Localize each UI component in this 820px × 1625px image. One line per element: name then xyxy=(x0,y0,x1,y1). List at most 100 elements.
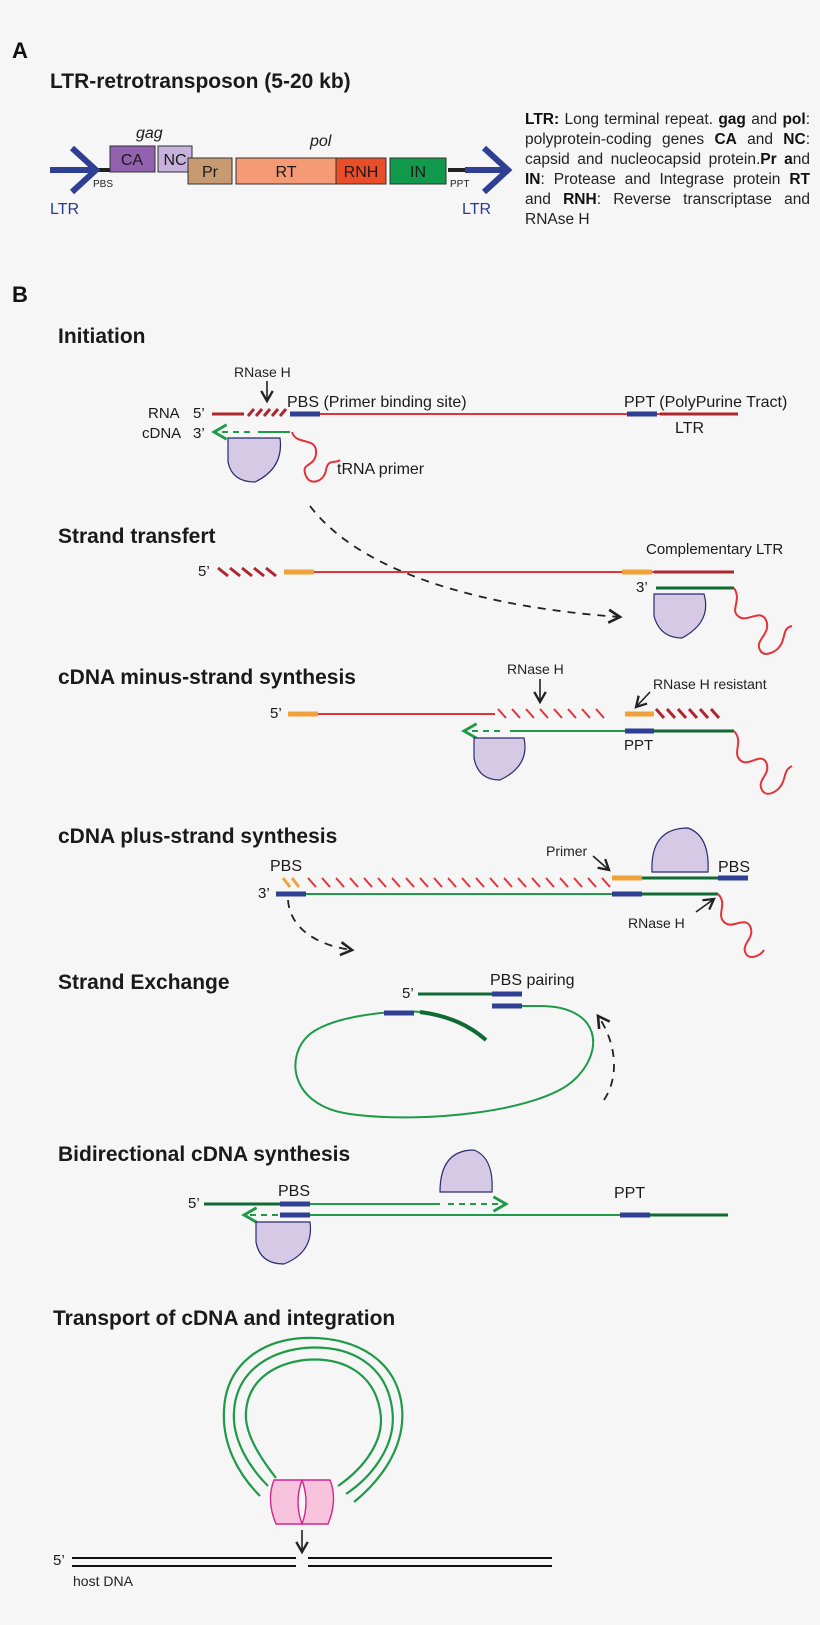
reverse-transcriptase-icon xyxy=(227,437,282,483)
minus-5prime-label: 5’ xyxy=(270,705,282,722)
exchange-5prime-label: 5’ xyxy=(402,985,414,1002)
plus-pbs-degraded xyxy=(281,877,301,888)
gene-in xyxy=(389,157,447,185)
initiation-degraded-rna xyxy=(246,408,288,417)
rnaseh-resistant-label: RNase H resistant xyxy=(653,676,767,692)
legend-text: and xyxy=(525,191,564,208)
bidirectional-ppt-label: PPT xyxy=(614,1185,645,1202)
ltr-left-arrow xyxy=(50,145,101,195)
plus-rnaseh-label: RNase H xyxy=(628,915,685,931)
gene-nc-label: NC xyxy=(163,152,186,169)
trna-primer-icon xyxy=(733,730,793,795)
plus-rnaseh-arrow xyxy=(695,897,716,913)
trna-primer-label: tRNA primer xyxy=(337,461,425,478)
initiation-ltr-label: LTR xyxy=(675,420,704,437)
reverse-transcriptase-icon xyxy=(651,827,709,873)
initiation-rnaseh-label: RNase H xyxy=(234,364,291,380)
legend-term: RNH xyxy=(563,191,597,208)
plus-degraded-rna xyxy=(307,877,611,888)
ltr-right-arrow xyxy=(465,145,513,195)
minus-strand-title: cDNA minus-strand synthesis xyxy=(58,666,356,689)
legend-text: : capsid and nucleocapsid protein. xyxy=(525,131,810,168)
reverse-transcriptase-icon xyxy=(473,737,526,781)
plus-pbs-left-label: PBS xyxy=(270,858,302,875)
plus-primer-label: Primer xyxy=(546,843,588,859)
gene-ca-label: CA xyxy=(121,152,144,169)
legend-term: IN xyxy=(525,171,541,188)
exchange-title: Strand Exchange xyxy=(58,971,230,994)
transport-title: Transport of cDNA and integration xyxy=(53,1307,395,1330)
plus-strand-title: cDNA plus-strand synthesis xyxy=(58,825,337,848)
gene-rnh-label: RNH xyxy=(344,164,379,181)
legend-text: : polyprotein-coding genes xyxy=(525,111,810,148)
gene-pr xyxy=(187,157,233,185)
reverse-transcriptase-icon xyxy=(255,1221,312,1265)
plus-primer-arrow xyxy=(592,855,611,872)
gene-rnh xyxy=(335,157,387,185)
panel-b-label: B xyxy=(12,282,28,307)
exchange-minus-circle xyxy=(294,1005,595,1119)
rna-label: RNA xyxy=(148,405,180,422)
ltr-right-label: LTR xyxy=(462,201,491,218)
gag-label: gag xyxy=(136,125,163,142)
legend-text: and xyxy=(745,111,783,128)
exchange-arrow xyxy=(596,1013,615,1101)
pbs-label: PBS xyxy=(93,179,113,190)
legend-term: RT xyxy=(789,171,810,188)
panel-a-title: LTR-retrotransposon (5-20 kb) xyxy=(50,70,351,93)
legend-term: a xyxy=(784,151,793,168)
minus-ppt-label: PPT xyxy=(624,737,653,754)
ltr-left-label: LTR xyxy=(50,201,79,218)
integrase-icon xyxy=(269,1479,335,1525)
panel-a-label: A xyxy=(12,38,28,63)
bidirectional-title: Bidirectional cDNA synthesis xyxy=(58,1143,350,1166)
bidirectional-pbs-label: PBS xyxy=(278,1183,310,1200)
transfer-degraded-rna xyxy=(217,566,277,578)
host-dna xyxy=(72,1557,552,1567)
legend-term: Pr xyxy=(760,151,777,168)
trna-primer-icon xyxy=(717,893,765,958)
reverse-transcriptase-icon xyxy=(439,1149,493,1193)
bidirectional-5prime-label: 5’ xyxy=(188,1195,200,1212)
pbs-pairing-label: PBS pairing xyxy=(490,972,575,989)
gene-nc xyxy=(157,145,193,173)
exchange-dark-segment xyxy=(419,1010,488,1042)
legend-term: gag xyxy=(718,111,746,128)
legend-text: Long terminal repeat. xyxy=(559,111,719,128)
minus-degraded-rna xyxy=(497,708,605,719)
transfer-3prime-label: 3’ xyxy=(636,579,648,596)
transfer-5prime-label: 5’ xyxy=(198,563,210,580)
gene-rt xyxy=(235,157,337,185)
legend-text: : Protease and Integrase protein xyxy=(540,171,790,188)
plus-3prime-label: 3’ xyxy=(258,885,270,902)
strand-transfer-title: Strand transfert xyxy=(58,525,216,548)
minus-rnaseh-label: RNase H xyxy=(507,661,564,677)
gene-pr-label: Pr xyxy=(202,164,219,181)
gene-ca xyxy=(109,145,156,173)
legend-term: CA xyxy=(714,131,737,148)
cdna-3prime-label: 3’ xyxy=(193,425,205,442)
reverse-transcriptase-icon xyxy=(653,593,707,639)
gene-rt-label: RT xyxy=(275,164,296,181)
legend-term: NC xyxy=(783,131,806,148)
genome-map: LTR LTR PBS PPT gag pol CA NC Pr RT RNH … xyxy=(50,125,513,218)
legend-term: pol xyxy=(782,111,806,128)
cdna-label: cDNA xyxy=(142,425,181,442)
host-5prime-label: 5’ xyxy=(53,1552,65,1569)
host-dna-label: host DNA xyxy=(73,1573,134,1589)
plus-pbs-right-label: PBS xyxy=(718,859,750,876)
double-stranded-cdna xyxy=(222,1336,404,1503)
trna-primer-icon xyxy=(733,587,793,655)
gene-legend: LTR: Long terminal repeat. gag and pol: … xyxy=(525,110,810,230)
minus-ltr-degraded xyxy=(654,708,721,719)
plus-to-exchange-arrow xyxy=(287,899,355,957)
initiation-pbs-label: PBS (Primer binding site) xyxy=(287,394,467,411)
legend-text: nd xyxy=(792,151,811,168)
legend-text: and xyxy=(736,131,784,148)
gene-in-label: IN xyxy=(410,164,426,181)
initiation-ppt-label: PPT (PolyPurine Tract) xyxy=(624,394,787,411)
rna-5prime-label: 5’ xyxy=(193,405,205,422)
legend-text: : Reverse transcriptase and RNAse H xyxy=(525,191,810,228)
legend-term: LTR: xyxy=(525,111,560,128)
